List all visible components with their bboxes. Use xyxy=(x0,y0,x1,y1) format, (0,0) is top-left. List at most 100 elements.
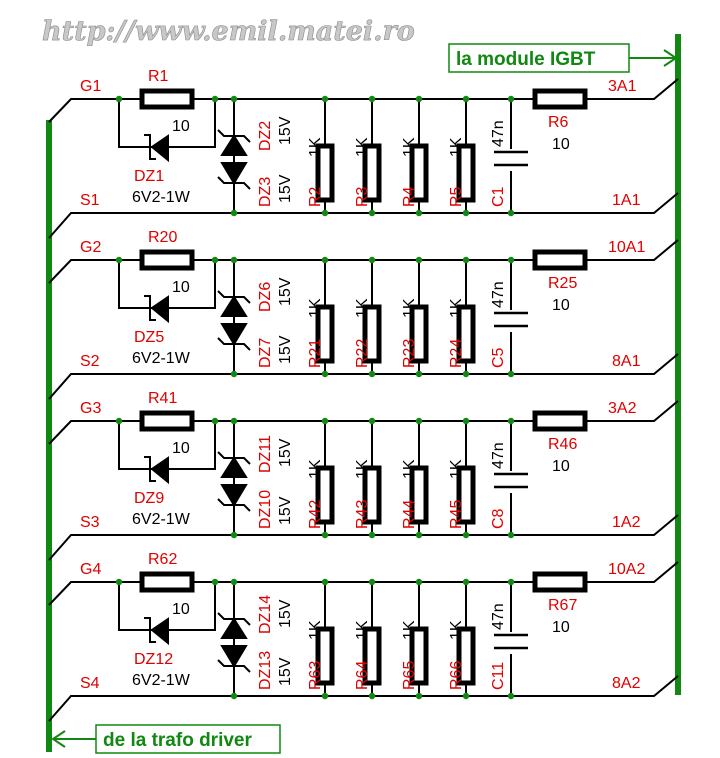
output-resistor xyxy=(532,410,588,432)
output-bottom-label: 8A2 xyxy=(612,675,641,692)
gate-rail-wire xyxy=(48,78,679,123)
junction-dot xyxy=(507,209,515,217)
zener-label: DZ1 xyxy=(134,168,164,185)
junction-dot xyxy=(321,256,329,264)
gate-resistor xyxy=(139,88,195,110)
junction-dot xyxy=(230,256,238,264)
output-top-label: 10A2 xyxy=(608,561,645,578)
output-resistor-label: R46 xyxy=(548,436,577,453)
resistor-value: 1K xyxy=(307,459,324,479)
capacitor-label: C8 xyxy=(490,508,507,529)
resistor-value: 1K xyxy=(448,137,465,157)
resistor-body xyxy=(315,143,335,203)
junction-dot xyxy=(211,256,219,264)
resistor-label: R65 xyxy=(401,661,418,690)
zener-top-label: DZ11 xyxy=(257,435,274,473)
gate-resistor-label: R1 xyxy=(148,68,169,85)
resistor-label: R63 xyxy=(307,661,324,690)
output-resistor xyxy=(532,571,588,593)
resistor-body xyxy=(456,304,476,364)
resistor-body xyxy=(315,304,335,364)
resistor-body xyxy=(315,626,335,686)
gate-label: G4 xyxy=(80,561,101,578)
output-resistor-value: 10 xyxy=(552,458,570,475)
zener-top-bar xyxy=(217,612,251,626)
source-label: S2 xyxy=(80,353,100,370)
resistor-value: 1K xyxy=(354,298,371,318)
zener-top-bar xyxy=(217,129,251,143)
input-tag: de la trafo driver xyxy=(51,724,281,754)
junction-dot xyxy=(462,578,470,586)
gate-resistor xyxy=(139,571,195,593)
zener-bottom-value: 15V xyxy=(277,174,294,203)
zener-diode-icon xyxy=(150,134,169,163)
resistor-value: 1K xyxy=(448,620,465,640)
junction-dot xyxy=(462,256,470,264)
output-resistor xyxy=(532,88,588,110)
zener-top-icon xyxy=(220,456,248,478)
resistor-body xyxy=(362,465,382,525)
source-rail-wire xyxy=(48,675,679,722)
zener-bottom-label: DZ3 xyxy=(257,177,274,207)
junction-dot xyxy=(211,417,219,425)
source-label: S4 xyxy=(80,675,100,692)
gate-resistor-value: 10 xyxy=(172,601,190,618)
zener-bottom-value: 15V xyxy=(277,657,294,686)
junction-dot xyxy=(507,256,515,264)
junction-dot xyxy=(507,531,515,539)
gate-resistor-label: R41 xyxy=(148,390,177,407)
zener-top-icon xyxy=(220,134,248,156)
resistor-label: R24 xyxy=(448,339,465,368)
resistor-body xyxy=(362,626,382,686)
gate-resistor-value: 10 xyxy=(172,118,190,135)
zener-top-value: 15V xyxy=(277,277,294,306)
zener-top-label: DZ6 xyxy=(257,282,274,312)
junction-dot xyxy=(368,578,376,586)
zener-diode-icon xyxy=(150,617,169,646)
output-resistor-value: 10 xyxy=(552,297,570,314)
output-bottom-label: 8A1 xyxy=(612,353,641,370)
junction-dot xyxy=(507,692,515,700)
zener-bottom-bar xyxy=(217,498,251,512)
zener-bottom-icon xyxy=(220,323,248,346)
gate-rail-wire xyxy=(48,561,679,606)
zener-bottom-label: DZ13 xyxy=(257,651,274,690)
junction-dot xyxy=(230,531,238,539)
zener-bottom-icon xyxy=(220,162,248,185)
zener-top-label: DZ2 xyxy=(257,121,274,151)
junction-dot xyxy=(462,417,470,425)
junction-dot xyxy=(368,95,376,103)
junction-dot xyxy=(321,531,329,539)
resistor-body xyxy=(409,465,429,525)
junction-dot xyxy=(115,417,123,425)
resistor-body xyxy=(456,143,476,203)
resistor-body xyxy=(362,143,382,203)
junction-dot xyxy=(230,209,238,217)
gate-resistor xyxy=(139,249,195,271)
resistor-value: 1K xyxy=(307,137,324,157)
source-rail-wire xyxy=(48,514,679,561)
source-label: S3 xyxy=(80,514,100,531)
junction-dot xyxy=(507,578,515,586)
resistor-value: 1K xyxy=(354,620,371,640)
source-label: S1 xyxy=(80,192,100,209)
resistor-label: R64 xyxy=(354,661,371,690)
junction-dot xyxy=(507,417,515,425)
zener-bar xyxy=(144,134,156,160)
zener-bottom-value: 15V xyxy=(277,335,294,364)
zener-bottom-label: DZ7 xyxy=(257,338,274,368)
junction-dot xyxy=(230,370,238,378)
junction-dot xyxy=(415,417,423,425)
zener-bar xyxy=(144,617,156,643)
capacitor-value: 47n xyxy=(490,120,507,147)
junction-dot xyxy=(415,531,423,539)
junction-dot xyxy=(115,256,123,264)
source-rail-wire xyxy=(48,353,679,400)
junction-dot xyxy=(462,370,470,378)
resistor-value: 1K xyxy=(354,459,371,479)
junction-dot xyxy=(368,417,376,425)
junction-dot xyxy=(321,417,329,425)
